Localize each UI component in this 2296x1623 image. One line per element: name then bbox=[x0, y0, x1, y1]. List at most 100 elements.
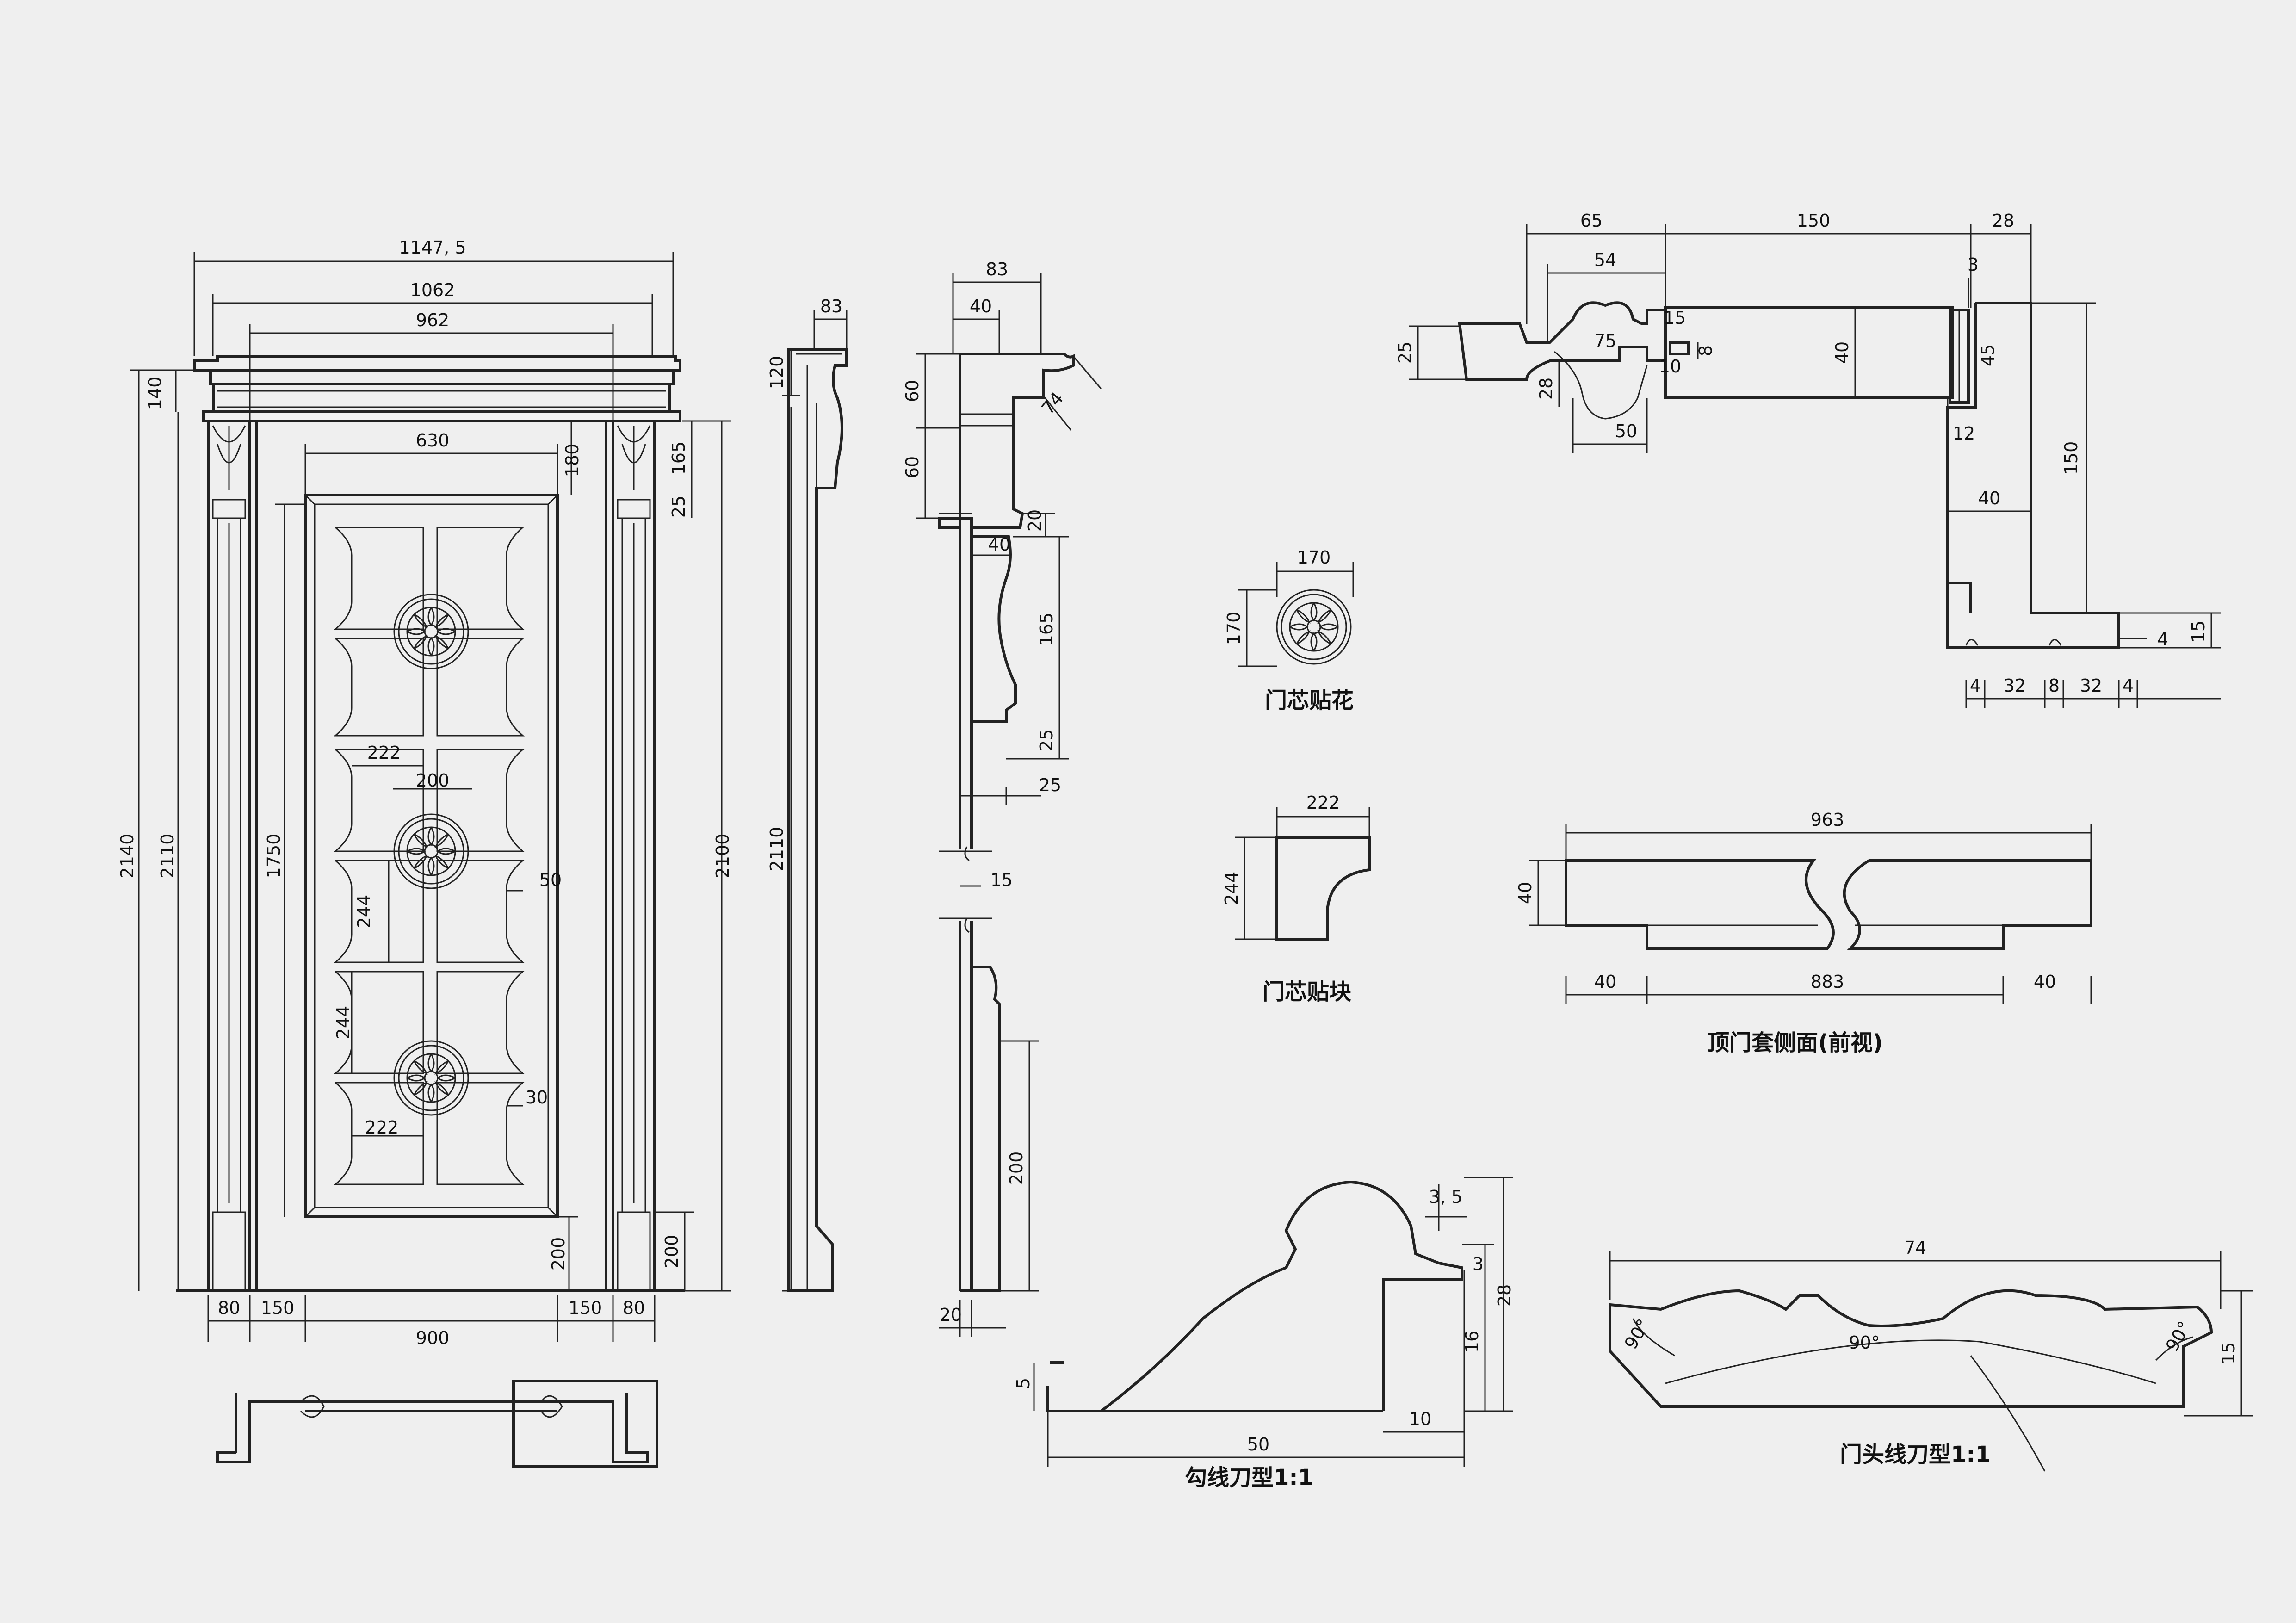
dim-140: 140 bbox=[145, 377, 165, 410]
plan-dim-25: 25 bbox=[1395, 341, 1415, 364]
sec-dim-60-b: 60 bbox=[902, 456, 922, 478]
head-angle-left: 90° bbox=[1621, 1315, 1654, 1352]
dim-900: 900 bbox=[416, 1328, 450, 1348]
dim-2110: 2110 bbox=[157, 834, 178, 879]
label-door-applique: 门芯贴花 bbox=[1265, 688, 1354, 713]
plan-dim-45: 45 bbox=[1978, 344, 1998, 366]
top-casing-front: 963 40 40 883 40 顶门套侧面(前视) bbox=[1515, 810, 2092, 1056]
door-elevation bbox=[176, 355, 685, 1292]
plan-dim-b4a: 4 bbox=[1970, 675, 1981, 696]
sec-dim-200: 200 bbox=[1006, 1152, 1027, 1185]
block-dim-h: 244 bbox=[1221, 872, 1242, 905]
door-block-detail: 222 244 门芯贴块 bbox=[1221, 793, 1371, 1005]
section-dimensions: 83 40 74 60 60 20 40 165 25 25 15 200 20 bbox=[902, 259, 1102, 1337]
side-dim-120: 120 bbox=[767, 356, 787, 390]
dim-200-a: 200 bbox=[548, 1237, 569, 1271]
dim-244-a: 244 bbox=[354, 895, 374, 929]
dim-150-left: 150 bbox=[261, 1298, 295, 1318]
plan-dim-28-v: 28 bbox=[1536, 378, 1556, 400]
dim-200: 200 bbox=[416, 770, 450, 791]
dim-1750: 1750 bbox=[264, 834, 284, 879]
casing-dim-40-right: 40 bbox=[2034, 972, 2056, 992]
sec-dim-83: 83 bbox=[986, 259, 1008, 279]
dim-244-b: 244 bbox=[333, 1006, 353, 1040]
plan-dim-50: 50 bbox=[1615, 421, 1637, 441]
plan-dimensions: 65 150 28 54 3 25 15 75 8 10 28 50 40 45… bbox=[1395, 211, 2221, 708]
plan-dim-40-h: 40 bbox=[1978, 488, 2000, 508]
rosette-bottom bbox=[393, 1040, 469, 1116]
head-dim-15: 15 bbox=[2218, 1342, 2239, 1364]
head-angle-center: 90° bbox=[1849, 1332, 1880, 1353]
side-elevation bbox=[787, 348, 848, 1292]
dim-165: 165 bbox=[668, 441, 689, 475]
dim-1062: 1062 bbox=[410, 280, 455, 300]
dim-80-right: 80 bbox=[623, 1298, 645, 1318]
casing-dim-40-v: 40 bbox=[1515, 882, 1535, 904]
plan-dim-12: 12 bbox=[1953, 423, 1975, 444]
sec-dim-25-a: 25 bbox=[1036, 729, 1057, 751]
sec-dim-40-top: 40 bbox=[970, 296, 992, 316]
sec-dim-20-a: 20 bbox=[1025, 509, 1045, 532]
block-dim-w: 222 bbox=[1306, 793, 1340, 813]
plan-dim-65: 65 bbox=[1580, 211, 1603, 231]
dim-200-b: 200 bbox=[662, 1235, 682, 1269]
sec-dim-60-a: 60 bbox=[902, 380, 922, 402]
dim-80-left: 80 bbox=[218, 1298, 240, 1318]
casing-dim-40-left: 40 bbox=[1594, 972, 1616, 992]
applique-dim-h: 170 bbox=[1224, 612, 1244, 645]
hook-dim-28: 28 bbox=[1494, 1284, 1515, 1307]
profile-section bbox=[938, 353, 1075, 1292]
head-dim-74: 74 bbox=[1904, 1238, 1926, 1258]
sec-dim-25-b: 25 bbox=[1039, 775, 1061, 795]
hook-dim-16: 16 bbox=[1462, 1331, 1482, 1353]
plan-dim-15-v: 15 bbox=[2188, 620, 2209, 643]
label-door-head-cutter: 门头线刀型1:1 bbox=[1840, 1442, 1991, 1468]
side-dim-2110: 2110 bbox=[767, 827, 787, 872]
casing-dim-963: 963 bbox=[1811, 810, 1844, 830]
door-applique-detail: 170 170 门芯贴花 bbox=[1224, 547, 1354, 713]
plan-dim-b32a: 32 bbox=[2004, 675, 2026, 696]
sec-dim-40-mid: 40 bbox=[988, 534, 1010, 555]
casing-dim-883: 883 bbox=[1811, 972, 1844, 992]
hook-dim-10: 10 bbox=[1409, 1409, 1431, 1429]
dim-962: 962 bbox=[416, 310, 450, 330]
plan-dim-150: 150 bbox=[1797, 211, 1831, 231]
dim-50: 50 bbox=[539, 870, 562, 890]
dim-2140: 2140 bbox=[117, 834, 137, 879]
dim-222-bottom: 222 bbox=[365, 1117, 399, 1138]
plan-dim-75: 75 bbox=[1594, 331, 1616, 351]
elevation-dimensions: 1147, 5 1062 962 630 222 200 50 30 222 8… bbox=[117, 237, 733, 1348]
plan-dim-b4b: 4 bbox=[2123, 675, 2134, 696]
dim-overall-width: 1147, 5 bbox=[399, 237, 466, 258]
plan-dim-10: 10 bbox=[1659, 356, 1681, 377]
dim-630: 630 bbox=[416, 430, 450, 451]
dim-30: 30 bbox=[526, 1087, 548, 1108]
plan-dim-150-v: 150 bbox=[2061, 441, 2081, 475]
plan-dim-b32b: 32 bbox=[2080, 675, 2102, 696]
door-plan-small bbox=[216, 1380, 658, 1468]
dim-222-top: 222 bbox=[367, 743, 401, 763]
hook-dim-3-5: 3, 5 bbox=[1429, 1187, 1463, 1207]
sec-dim-20-b: 20 bbox=[940, 1305, 962, 1325]
rosette-top bbox=[393, 594, 469, 669]
label-hook-line-cutter: 勾线刀型1:1 bbox=[1185, 1465, 1313, 1491]
side-dim-83: 83 bbox=[820, 296, 842, 316]
hook-line-cutter: 50 10 3, 5 3 28 16 5 勾线刀型1:1 bbox=[1013, 1177, 1515, 1491]
sec-dim-165: 165 bbox=[1036, 613, 1057, 646]
hook-dim-3: 3 bbox=[1473, 1254, 1484, 1274]
dim-2100: 2100 bbox=[712, 834, 733, 879]
applique-dim-w: 170 bbox=[1297, 547, 1331, 568]
plan-dim-15: 15 bbox=[1664, 308, 1686, 328]
plan-dim-8: 8 bbox=[1696, 345, 1716, 356]
plan-dim-54: 54 bbox=[1594, 250, 1616, 270]
plan-dim-3: 3 bbox=[1968, 254, 1979, 275]
hook-dim-50: 50 bbox=[1247, 1434, 1269, 1455]
head-angle-right: 90° bbox=[2162, 1318, 2195, 1355]
sec-dim-15: 15 bbox=[990, 870, 1013, 890]
dim-180: 180 bbox=[562, 444, 582, 477]
plan-dim-b8: 8 bbox=[2048, 675, 2060, 696]
door-head-cutter: 74 15 90° 90° 90° 门头线刀型1:1 bbox=[1609, 1238, 2253, 1472]
label-door-block: 门芯贴块 bbox=[1262, 979, 1351, 1005]
plan-dim-4-v: 4 bbox=[2157, 629, 2168, 650]
